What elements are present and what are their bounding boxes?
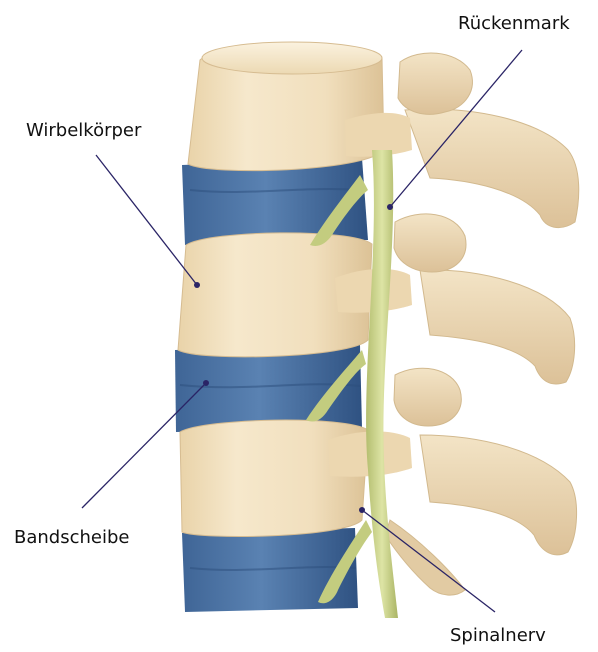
label-wirbelkoerper: Wirbelkörper bbox=[26, 120, 141, 142]
spinous-processes bbox=[385, 109, 579, 595]
label-rueckenmark: Rückenmark bbox=[458, 13, 570, 35]
label-spinalnerv: Spinalnerv bbox=[450, 625, 546, 647]
leader-wirbelkoerper bbox=[96, 155, 197, 285]
label-bandscheibe: Bandscheibe bbox=[14, 527, 129, 549]
articular-processes bbox=[394, 53, 472, 426]
